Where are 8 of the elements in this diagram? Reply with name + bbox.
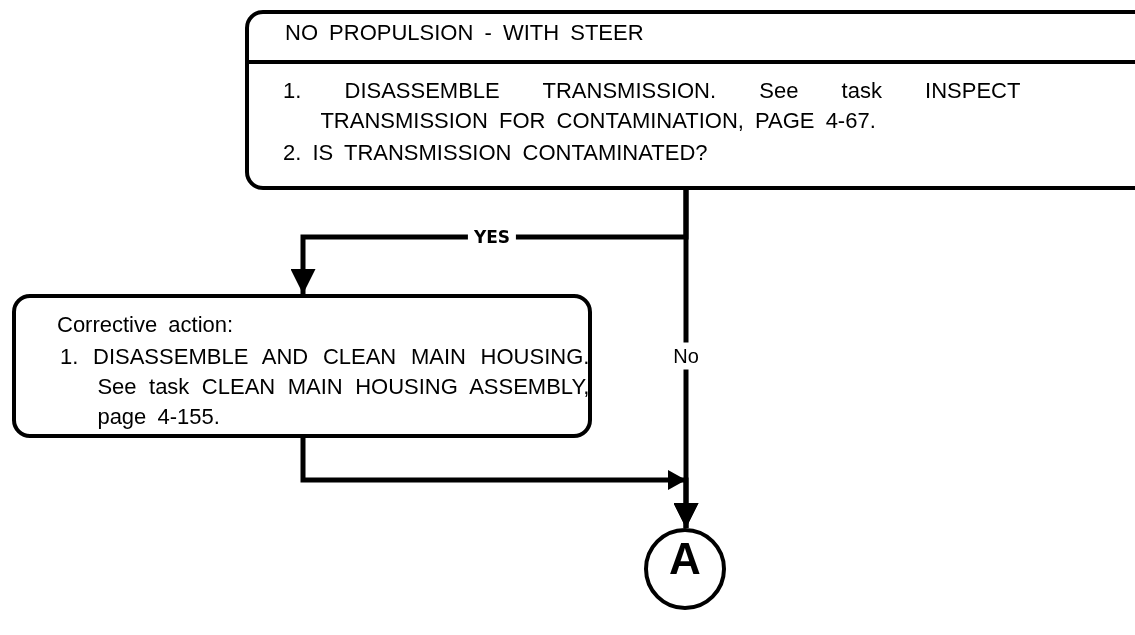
step-text: 1. DISASSEMBLE TRANSMISSION. See task INSPECT TRANSMISSION FOR CONTAMINATION, PAGE 4-67.	[283, 77, 1021, 135]
step-text: 2. IS TRANSMISSION CONTAMINATED?	[283, 139, 709, 167]
step-text: 1. DISASSEMBLE AND CLEAN MAIN HOUSING. See task CLEAN MAIN HOUSING ASSEMBLY, page 4-155.	[60, 343, 590, 431]
decision-box	[245, 10, 1135, 190]
box-heading: Corrective action:	[57, 311, 235, 339]
corrective-action-box	[12, 294, 592, 438]
box-heading: NO PROPULSION - WITH STEER	[285, 19, 645, 47]
connector-letter: A	[668, 544, 702, 574]
